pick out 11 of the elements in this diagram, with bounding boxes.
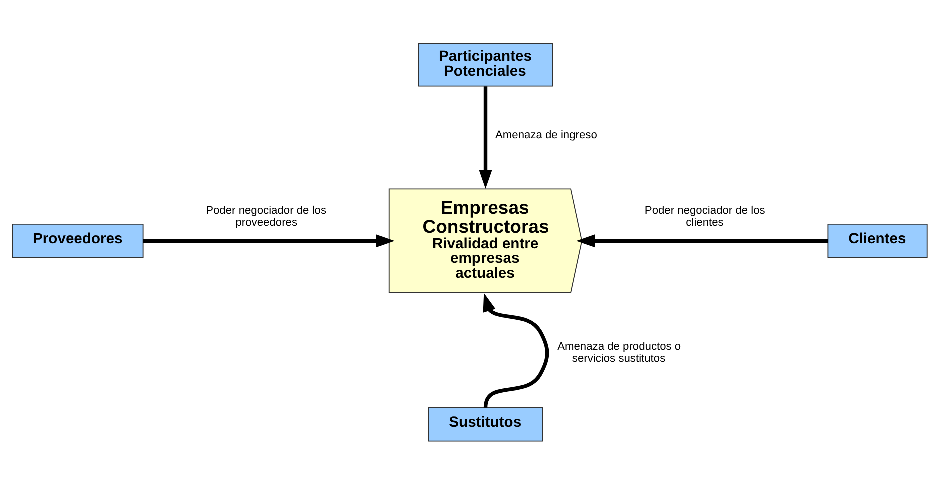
edge-label: Amenaza de ingreso [495, 128, 598, 141]
node-box: Participantes Potenciales [418, 42, 554, 86]
edge-label: Poder negociador de los clientes [644, 204, 766, 228]
arrow [479, 86, 492, 188]
arrow [576, 234, 828, 248]
node-box: Sustitutos [428, 406, 544, 442]
node-box: Clientes [828, 223, 928, 258]
node-box: Proveedores [12, 223, 144, 258]
arrow [144, 234, 395, 248]
edge-label: Poder negociador de los proveedores [206, 204, 327, 228]
edge-label: Amenaza de productos o servicios sustitutos [558, 340, 682, 365]
